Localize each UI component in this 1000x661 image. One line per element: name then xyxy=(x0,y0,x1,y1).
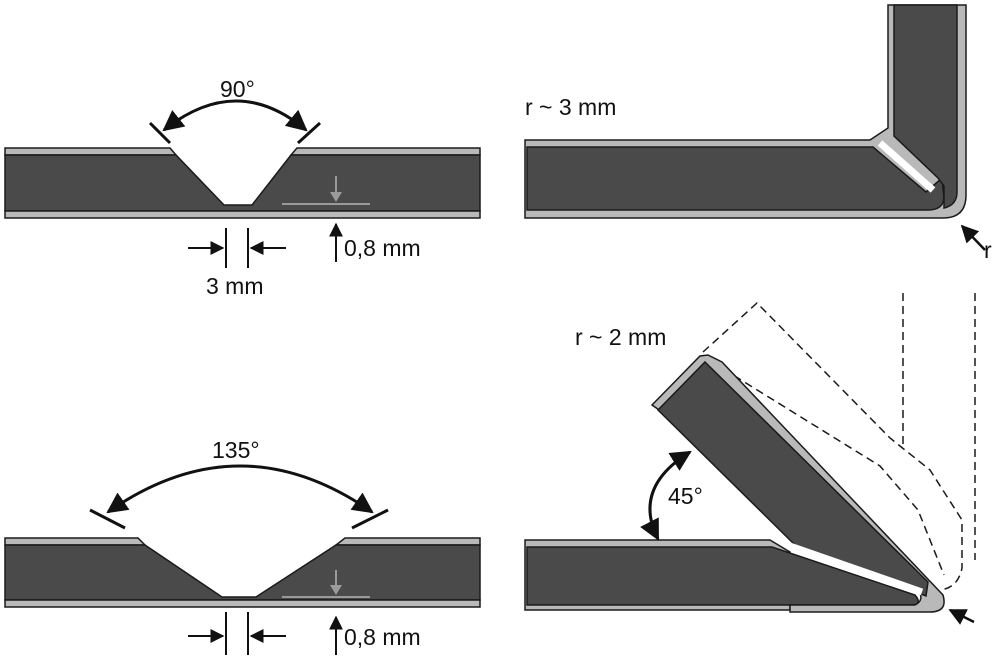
angle-tick-left xyxy=(148,121,172,145)
panel-core-horizontal xyxy=(526,146,945,211)
panel-groove-90: 90° 3 mm 0,8 mm xyxy=(4,76,481,299)
top-laminate xyxy=(4,147,481,156)
dashed-outline-inner xyxy=(711,361,945,576)
angle-tick-left xyxy=(89,508,126,530)
angle-tick-right xyxy=(296,121,322,145)
panel-fold-45: 45° r ~ 2 mm xyxy=(524,293,976,625)
panel-groove-135: 135° 0,8 mm xyxy=(4,437,481,655)
angle-arc-icon xyxy=(640,450,692,541)
arrow-icon xyxy=(948,608,975,625)
depth-label: 0,8 mm xyxy=(344,624,421,650)
angle-label: 45° xyxy=(668,483,703,509)
panel-core xyxy=(4,544,481,601)
radius-label: r ~ 2 mm xyxy=(575,324,666,350)
angle-tick-right xyxy=(351,508,389,530)
angle-arc-icon xyxy=(162,99,308,132)
angle-label: 90° xyxy=(220,76,255,102)
top-laminate xyxy=(4,537,481,546)
angle-arc-icon xyxy=(106,464,374,514)
bottom-laminate xyxy=(4,210,481,219)
depth-arrowhead xyxy=(330,585,342,595)
groove-line xyxy=(788,542,924,596)
panel-fold-90: r ~ 3 mm r xyxy=(524,4,992,263)
bottom-laminate xyxy=(4,599,481,608)
angle-label: 135° xyxy=(212,437,260,463)
panel-core-vertical xyxy=(893,4,958,209)
groove-line xyxy=(877,140,936,193)
depth-arrowhead xyxy=(330,192,342,202)
radius-label: r ~ 3 mm xyxy=(525,94,616,120)
arrow-icon xyxy=(960,224,986,251)
panel-core xyxy=(4,154,481,212)
dashed-outline xyxy=(702,301,963,591)
depth-label: 0,8 mm xyxy=(344,235,421,261)
radius-marker: r xyxy=(984,237,992,263)
width-label: 3 mm xyxy=(206,273,264,299)
